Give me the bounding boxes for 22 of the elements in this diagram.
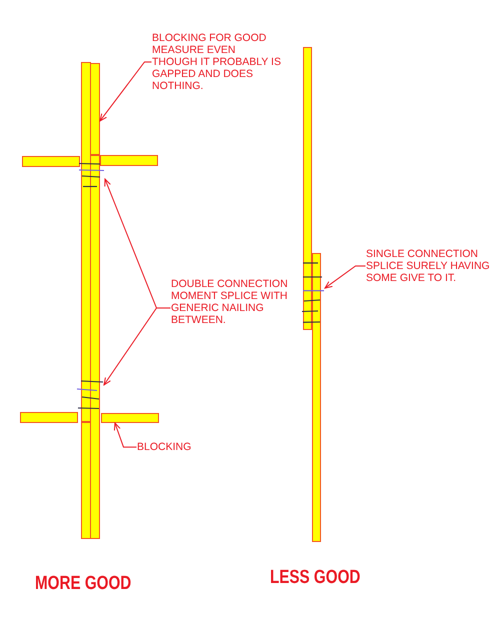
stud: [312, 253, 321, 542]
callout-text: SINGLE CONNECTION SPLICE SURELY HAVING SOME GIVE TO IT.: [366, 248, 494, 284]
stud: [90, 155, 100, 539]
callout-text: BLOCKING: [137, 441, 192, 454]
leader-line: [104, 308, 171, 386]
nails-drawing: [78, 161, 105, 188]
comparison-heading: LESS GOOD: [270, 568, 360, 588]
blocking-board: [100, 155, 158, 166]
blocking-board: [20, 412, 78, 423]
callout-text: DOUBLE CONNECTION MOMENT SPLICE WITH GENERIC NAILING BETWEEN.: [171, 278, 293, 326]
stud: [303, 47, 312, 330]
blocking-board: [22, 156, 80, 167]
stud: [90, 63, 100, 155]
nails-drawing: [76, 379, 104, 410]
callout-text: BLOCKING FOR GOOD MEASURE EVEN THOUGH IT PROBABLY IS GAPPED AND DOES NOTHING.: [152, 32, 283, 93]
comparison-heading: MORE GOOD: [35, 574, 132, 594]
stud: [81, 422, 91, 539]
blocking-board: [101, 413, 159, 423]
leader-line: [100, 62, 152, 122]
nails-drawing: [301, 261, 325, 324]
leader-line: [114, 422, 137, 448]
leader-line: [324, 266, 366, 289]
